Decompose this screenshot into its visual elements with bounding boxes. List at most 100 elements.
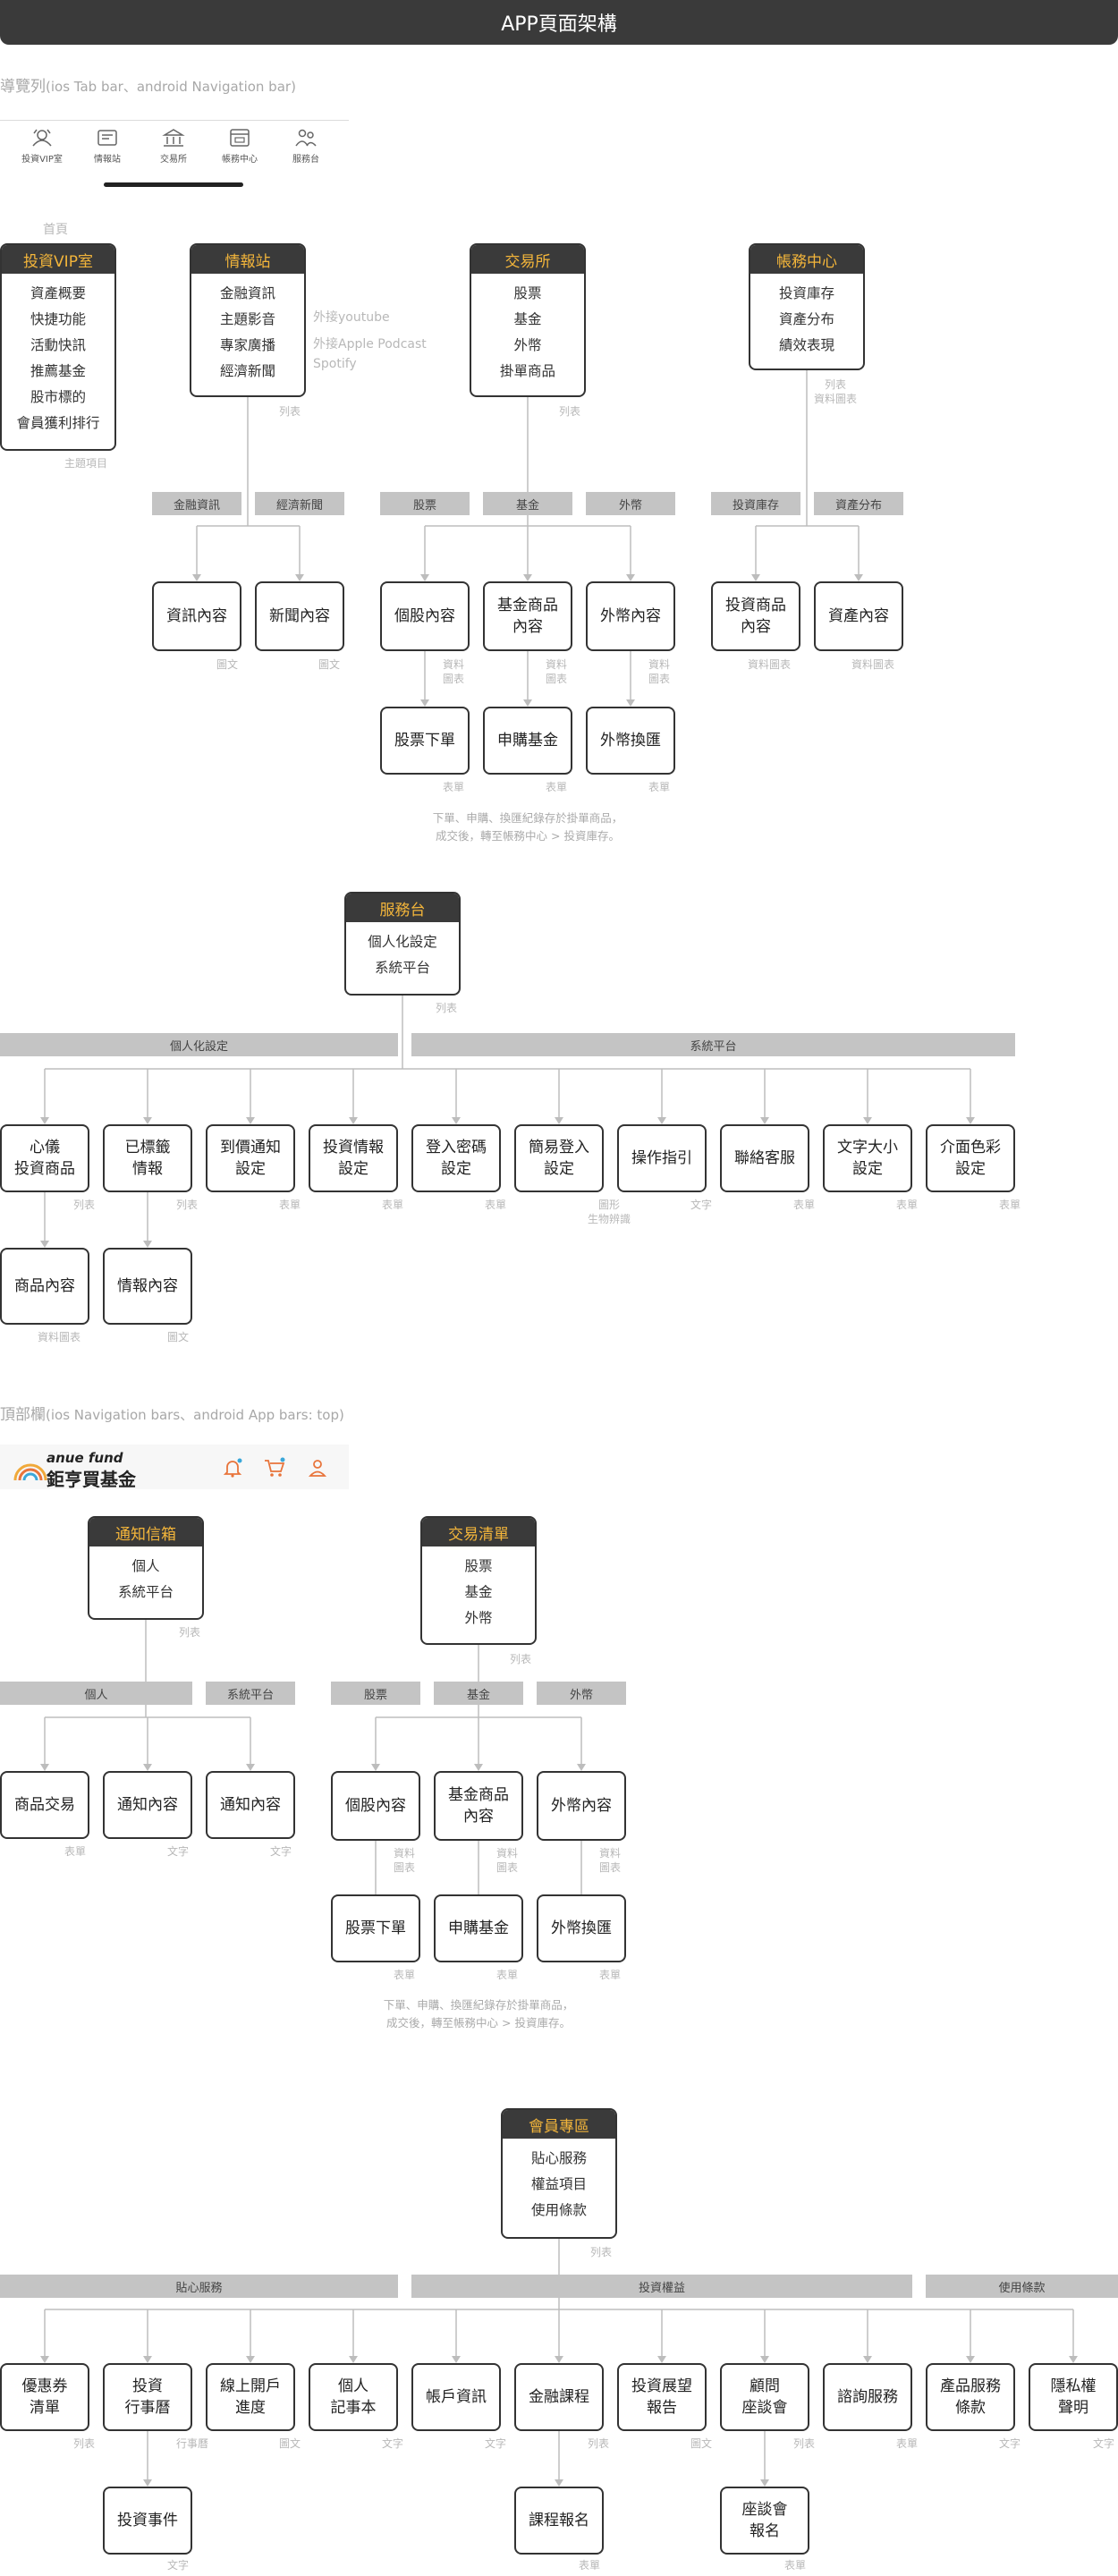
page-node[interactable]: 基金商品 內容 — [483, 581, 572, 651]
page-node[interactable]: 外幣換匯 — [537, 1894, 626, 1962]
page-type-note: 表單 — [896, 2437, 919, 2450]
page-node[interactable]: 投資商品 內容 — [711, 581, 800, 651]
box-item[interactable]: 資產分布 — [778, 311, 834, 327]
section-box-news[interactable]: 情報站金融資訊主題影音專家廣播經濟新聞 — [190, 243, 306, 397]
page-node[interactable]: 資訊內容 — [152, 581, 241, 651]
page-node[interactable]: 登入密碼 設定 — [411, 1124, 501, 1192]
box-item[interactable]: 股票 — [464, 1558, 493, 1574]
page-node[interactable]: 投資情報 設定 — [309, 1124, 398, 1192]
page-node[interactable]: 通知內容 — [103, 1771, 192, 1839]
page-node[interactable]: 通知內容 — [206, 1771, 295, 1839]
box-item[interactable]: 個人化設定 — [368, 934, 437, 950]
page-node[interactable]: 文字大小 設定 — [823, 1124, 912, 1192]
box-item[interactable]: 金融資訊 — [219, 285, 275, 301]
page-node[interactable]: 優惠券 清單 — [0, 2363, 89, 2431]
page-node[interactable]: 商品內容 — [0, 1248, 89, 1325]
box-item[interactable]: 推薦基金 — [30, 363, 86, 379]
box-item[interactable]: 活動快訊 — [30, 337, 86, 353]
page-node[interactable]: 簡易登入 設定 — [514, 1124, 604, 1192]
box-item[interactable]: 使用條款 — [530, 2202, 587, 2218]
page-node[interactable]: 個人 記事本 — [309, 2363, 398, 2431]
tab-vip[interactable]: 投資VIP室 — [12, 128, 72, 165]
user-icon[interactable] — [307, 1457, 328, 1479]
bell-icon[interactable] — [222, 1457, 243, 1479]
section-box-inbox[interactable]: 通知信箱個人系統平台 — [88, 1516, 204, 1620]
box-item[interactable]: 基金 — [513, 311, 542, 327]
page-node[interactable]: 投資展望 報告 — [617, 2363, 707, 2431]
page-node[interactable]: 線上開戶 進度 — [206, 2363, 295, 2431]
page-type-note: 表單 — [999, 1199, 1021, 1211]
page-node[interactable]: 已標籤 情報 — [103, 1124, 192, 1192]
section-label: 頂部欄 — [0, 1406, 46, 1424]
box-item[interactable]: 股市標的 — [30, 389, 86, 405]
box-note: 列表 — [510, 1653, 532, 1665]
box-item[interactable]: 貼心服務 — [530, 2150, 587, 2166]
page-node[interactable]: 聯絡客服 — [720, 1124, 809, 1192]
box-item[interactable]: 掛單商品 — [499, 363, 555, 379]
page-type-note: 文字 — [167, 1845, 190, 1858]
page-node[interactable]: 資產內容 — [814, 581, 903, 651]
box-item[interactable]: 外幣 — [464, 1610, 493, 1626]
page-node[interactable]: 隱私權 聲明 — [1029, 2363, 1118, 2431]
box-item[interactable]: 快捷功能 — [30, 311, 86, 327]
arrow-head — [246, 2356, 255, 2363]
section-box-member[interactable]: 會員專區貼心服務權益項目使用條款 — [501, 2108, 617, 2239]
page-node[interactable]: 諮詢服務 — [823, 2363, 912, 2431]
page-node[interactable]: 商品交易 — [0, 1771, 89, 1839]
page-node[interactable]: 金融課程 — [514, 2363, 604, 2431]
page-node[interactable]: 外幣內容 — [586, 581, 675, 651]
tab-news[interactable]: 情報站 — [77, 128, 138, 165]
box-item[interactable]: 資產概要 — [30, 285, 86, 301]
box-item[interactable]: 個人 — [131, 1558, 160, 1574]
page-node[interactable]: 外幣內容 — [537, 1771, 626, 1841]
box-item[interactable]: 績效表現 — [778, 337, 834, 353]
box-item[interactable]: 主題影音 — [219, 311, 275, 327]
page-node[interactable]: 座談會 報名 — [720, 2487, 809, 2555]
section-box-orders[interactable]: 交易清單股票基金外幣 — [420, 1516, 537, 1645]
page-node[interactable]: 申購基金 — [483, 707, 572, 775]
page-node[interactable]: 股票下單 — [331, 1894, 420, 1962]
page-node[interactable]: 股票下單 — [380, 707, 470, 775]
box-item[interactable]: 投資庫存 — [778, 285, 834, 301]
page-node[interactable]: 到價通知 設定 — [206, 1124, 295, 1192]
page-node[interactable]: 個股內容 — [380, 581, 470, 651]
cart-icon[interactable] — [263, 1457, 286, 1479]
box-item[interactable]: 基金 — [464, 1584, 493, 1600]
page-node[interactable]: 基金商品 內容 — [434, 1771, 523, 1841]
arrow-head — [143, 1117, 152, 1124]
page-node[interactable]: 投資事件 — [103, 2487, 192, 2555]
page-node[interactable]: 顧問 座談會 — [720, 2363, 809, 2431]
section-box-service[interactable]: 服務台個人化設定系統平台 — [344, 892, 461, 996]
page-node[interactable]: 心儀 投資商品 — [0, 1124, 89, 1192]
page-node[interactable]: 申購基金 — [434, 1894, 523, 1962]
section-heading-top: 頂部欄(ios Navigation bars、android App bars… — [0, 1402, 344, 1424]
box-item[interactable]: 系統平台 — [117, 1584, 174, 1600]
page-node[interactable]: 帳戶資訊 — [411, 2363, 501, 2431]
tab-account[interactable]: 帳務中心 — [209, 128, 270, 165]
page-node[interactable]: 操作指引 — [617, 1124, 707, 1192]
box-item[interactable]: 系統平台 — [374, 960, 430, 976]
box-item[interactable]: 股票 — [513, 285, 542, 301]
box-item[interactable]: 會員獲利排行 — [16, 415, 100, 431]
page-node[interactable]: 情報內容 — [103, 1248, 192, 1325]
box-item[interactable]: 外幣 — [513, 337, 542, 353]
section-box-vip[interactable]: 投資VIP室資產概要快捷功能活動快訊推薦基金股市標的會員獲利排行 — [0, 243, 116, 451]
box-item[interactable]: 權益項目 — [530, 2176, 587, 2192]
page-node[interactable]: 外幣換匯 — [586, 707, 675, 775]
section-box-account[interactable]: 帳務中心投資庫存資產分布績效表現 — [749, 243, 865, 370]
page-type-note: 資料圖表 — [38, 1331, 81, 1343]
tab-service[interactable]: 服務台 — [275, 128, 336, 165]
page-node[interactable]: 課程報名 — [514, 2487, 604, 2555]
box-item[interactable]: 經濟新聞 — [219, 363, 275, 379]
page-node[interactable]: 新聞內容 — [255, 581, 344, 651]
page-node[interactable]: 個股內容 — [331, 1771, 420, 1841]
tab-label: 投資VIP室 — [21, 155, 63, 165]
page-type-note: 圖文 — [318, 658, 341, 671]
section-box-trade[interactable]: 交易所股票基金外幣掛單商品 — [470, 243, 586, 397]
tab-trade[interactable]: 交易所 — [143, 128, 204, 165]
page-node[interactable]: 產品服務 條款 — [926, 2363, 1015, 2431]
page-node[interactable]: 投資 行事曆 — [103, 2363, 192, 2431]
box-item[interactable]: 專家廣播 — [219, 337, 275, 353]
category-band: 個人化設定 — [0, 1033, 398, 1056]
page-node[interactable]: 介面色彩 設定 — [926, 1124, 1015, 1192]
